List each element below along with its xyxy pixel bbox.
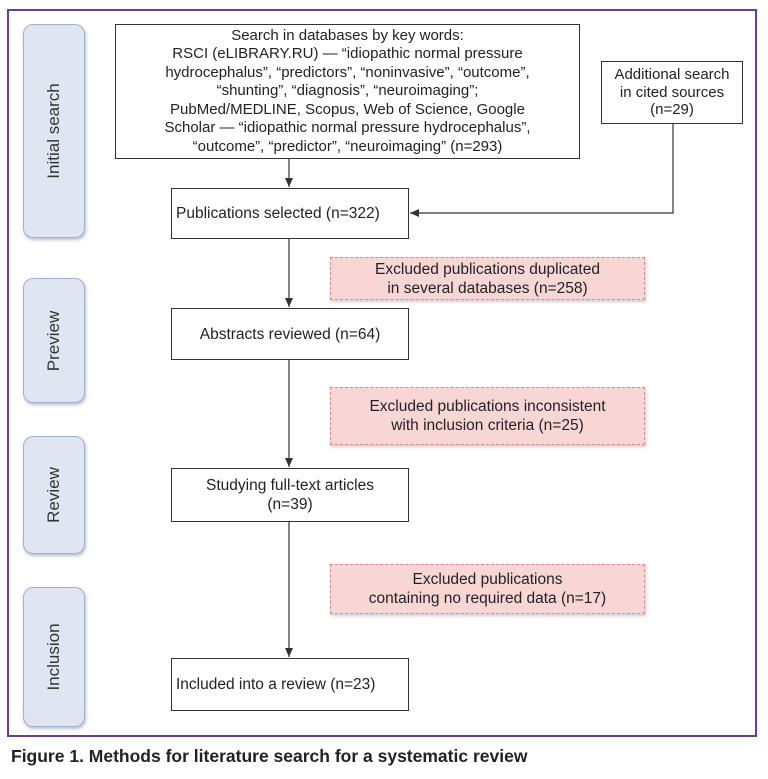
abstracts-reviewed-box: Abstracts reviewed (n=64) — [171, 308, 409, 360]
publications-selected-box: Publications selected (n=322) — [171, 188, 409, 239]
excluded-inconsistent-box: Excluded publications inconsistent with … — [330, 387, 645, 445]
excluded-duplicates-box: Excluded publications duplicated in seve… — [330, 257, 645, 300]
fulltext-articles-box: Studying full-text articles (n=39) — [171, 468, 409, 522]
excluded-no-data-box: Excluded publications containing no requ… — [330, 564, 645, 614]
stage-review: Review — [23, 436, 85, 554]
additional-search-box: Additional search in cited sources (n=29… — [601, 61, 743, 124]
search-databases-box: Search in databases by key words: RSCI (… — [115, 24, 580, 159]
stage-preview: Preview — [23, 278, 85, 403]
stage-initial-search: Initial search — [23, 24, 85, 238]
figure-frame — [7, 9, 757, 737]
arrow-additional-to-selected — [410, 124, 674, 217]
figure-caption: Figure 1. Methods for literature search … — [11, 746, 528, 766]
included-review-box: Included into a review (n=23) — [171, 658, 409, 711]
stage-inclusion: Inclusion — [23, 587, 85, 727]
